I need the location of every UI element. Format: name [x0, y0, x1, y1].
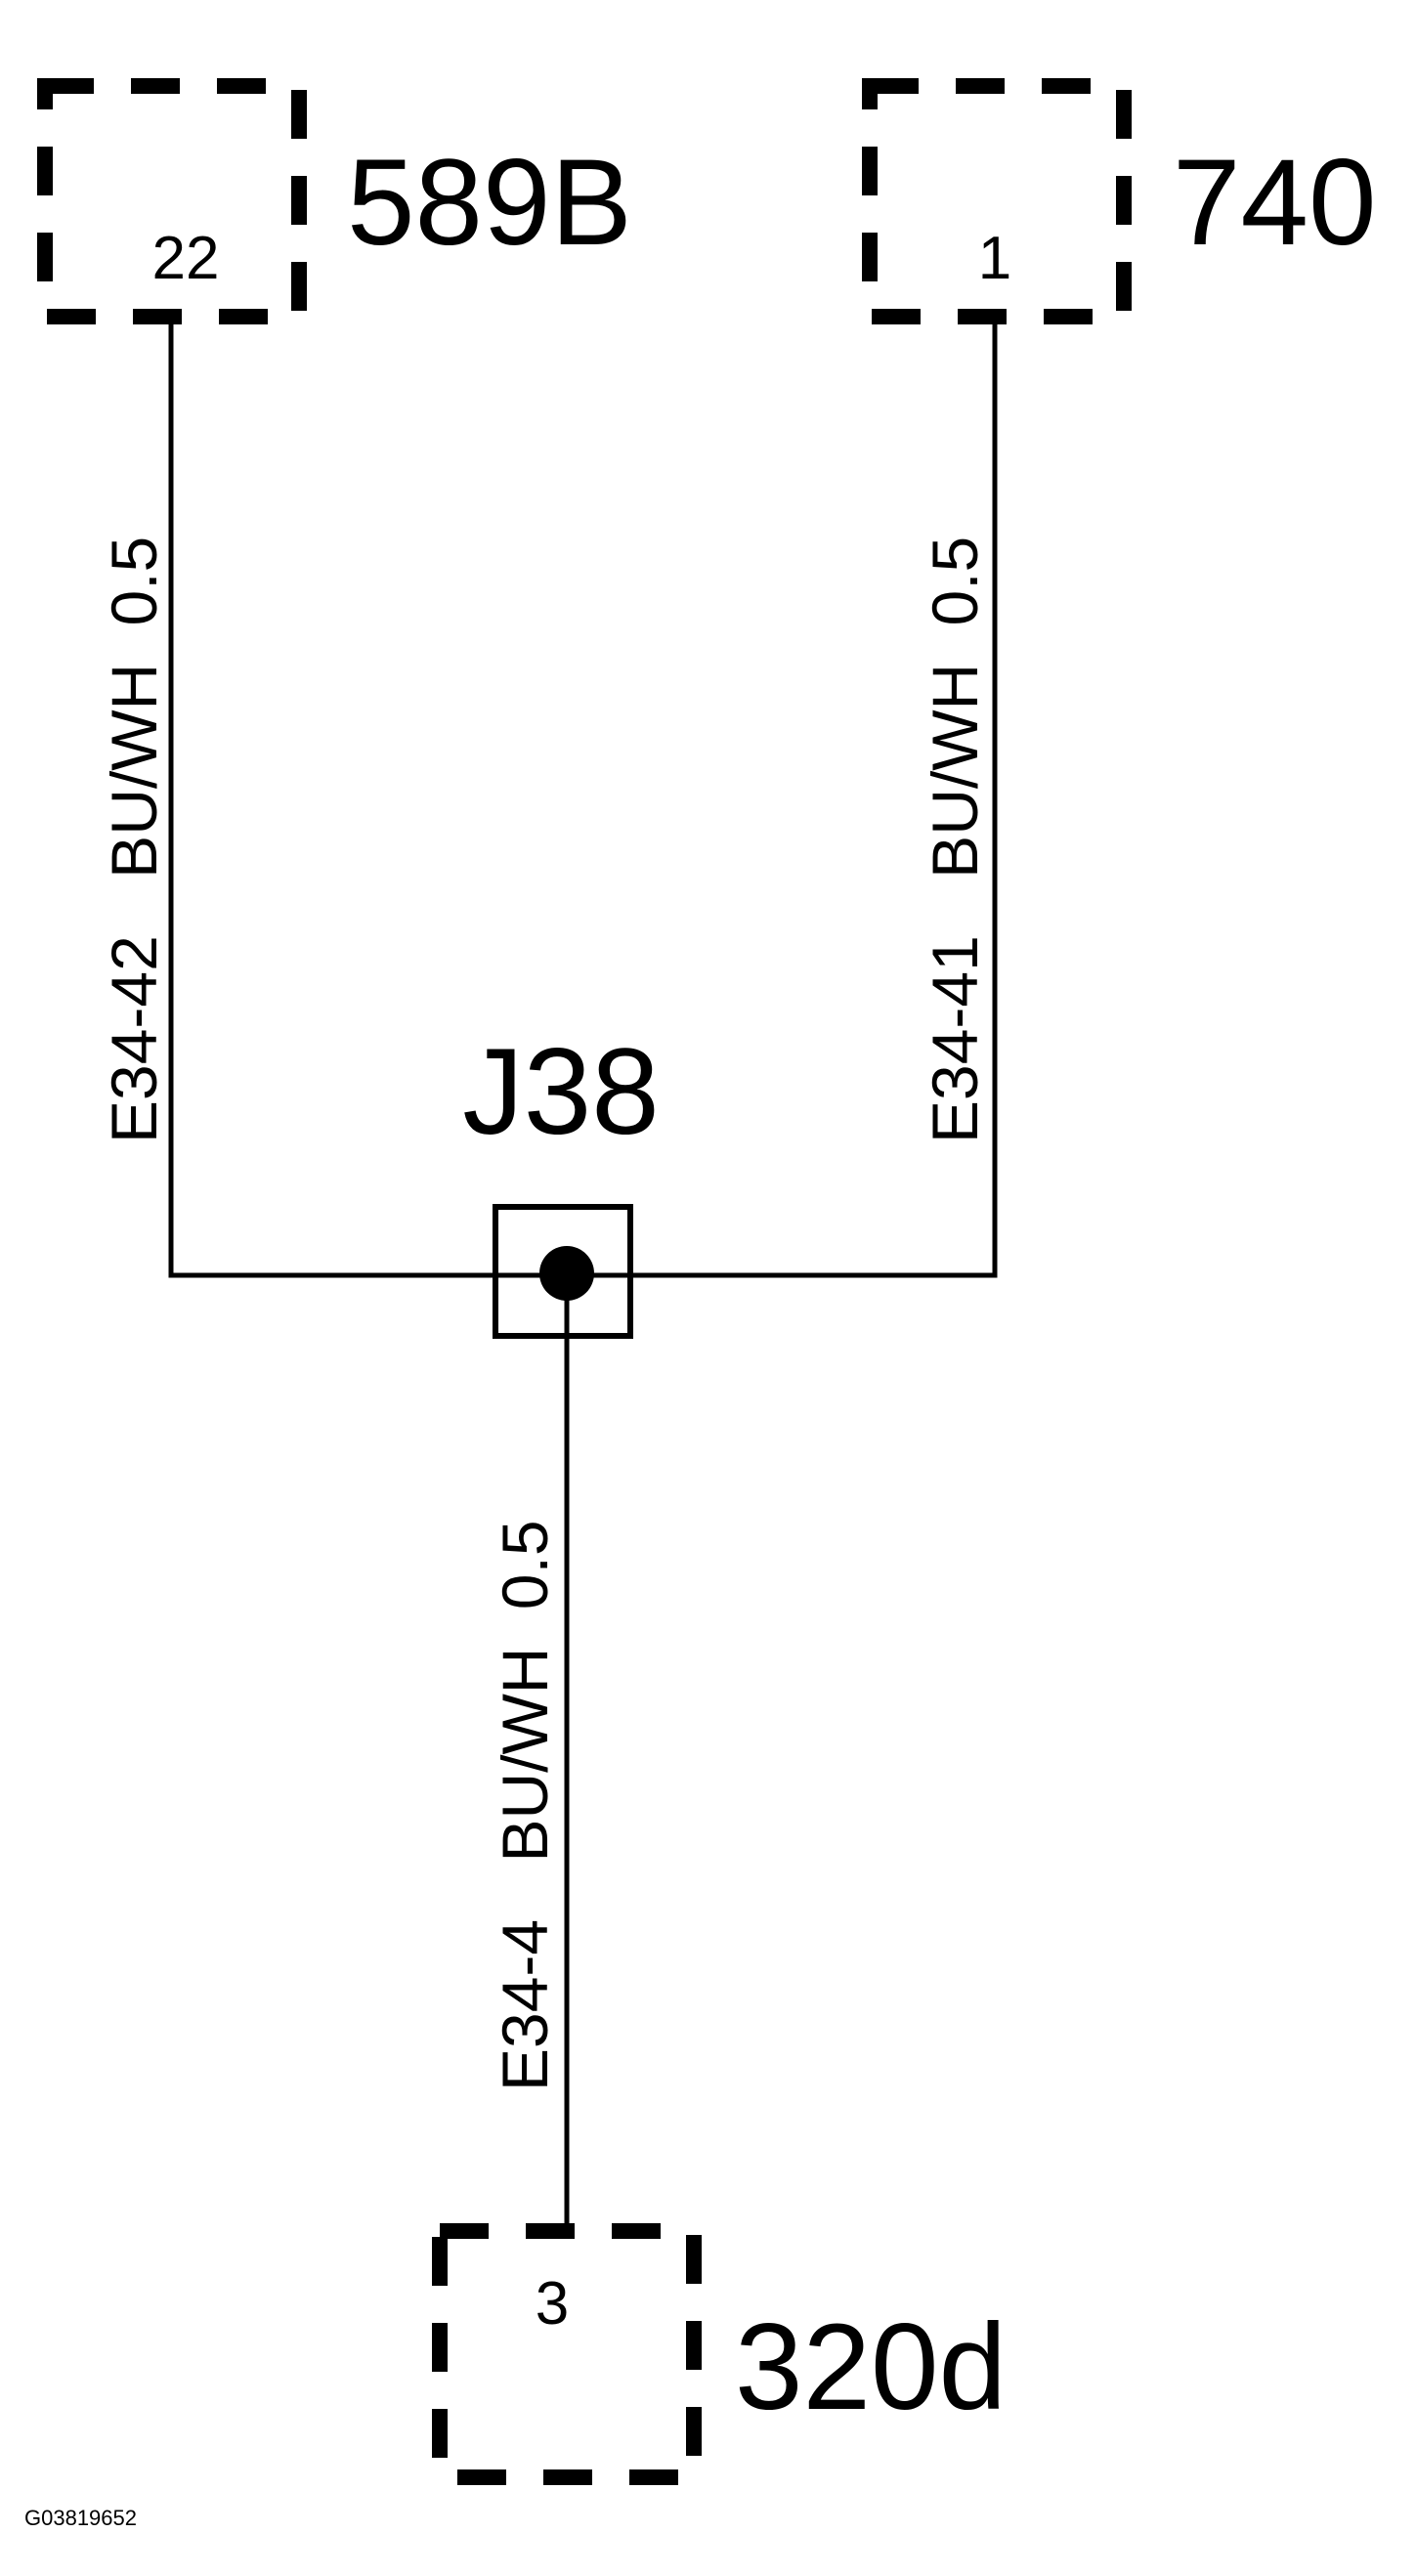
- wire-right[interactable]: [630, 318, 998, 1278]
- connector-589b-label: 589B: [347, 135, 632, 271]
- connector-320d[interactable]: 3 320d: [432, 2223, 1007, 2485]
- wire-right-label: E34-41 BU/WH 0.5: [919, 537, 991, 1143]
- junction-j38[interactable]: J38: [462, 1024, 660, 1339]
- wire-left-path: [168, 318, 493, 1278]
- connector-589b-pin: 22: [152, 225, 220, 292]
- wire-left-label: E34-42 BU/WH 0.5: [98, 537, 170, 1143]
- connector-320d-outline: [432, 2223, 702, 2485]
- wire-bottom-size: 0.5: [489, 1520, 561, 1610]
- wire-bottom-circuit: E34-4: [489, 1919, 561, 2091]
- svg-text:E34-42 BU/WH 0.5: E34-42 BU/WH 0.5: [98, 537, 170, 1143]
- wire-right-color: BU/WH: [919, 664, 991, 879]
- wire-left-circuit: E34-42: [98, 935, 170, 1143]
- connector-320d-label: 320d: [735, 2299, 1007, 2435]
- svg-text:E34-41 BU/WH 0.5: E34-41 BU/WH 0.5: [919, 537, 991, 1143]
- splice-dot: [539, 1246, 594, 1301]
- svg-text:E34-4 BU/WH 0.5: E34-4 BU/WH 0.5: [489, 1520, 561, 2091]
- wire-left-color: BU/WH: [98, 664, 170, 879]
- wire-right-circuit: E34-41: [919, 935, 991, 1143]
- wire-left[interactable]: [168, 318, 493, 1278]
- figure-id: G03819652: [24, 2506, 137, 2530]
- connector-740[interactable]: 1 740: [862, 78, 1377, 324]
- wire-left-size: 0.5: [98, 537, 170, 626]
- connector-320d-pin: 3: [536, 2270, 569, 2338]
- connector-740-pin: 1: [978, 225, 1011, 292]
- wire-bottom-color: BU/WH: [489, 1648, 561, 1863]
- connector-589b-outline: [37, 78, 307, 324]
- connector-740-label: 740: [1173, 135, 1377, 271]
- wire-right-path: [630, 318, 998, 1278]
- wire-bottom-label: E34-4 BU/WH 0.5: [489, 1520, 561, 2091]
- connector-740-outline: [862, 78, 1132, 324]
- connector-589b[interactable]: 22 589B: [37, 78, 632, 324]
- wire-right-size: 0.5: [919, 537, 991, 626]
- junction-label: J38: [462, 1024, 660, 1160]
